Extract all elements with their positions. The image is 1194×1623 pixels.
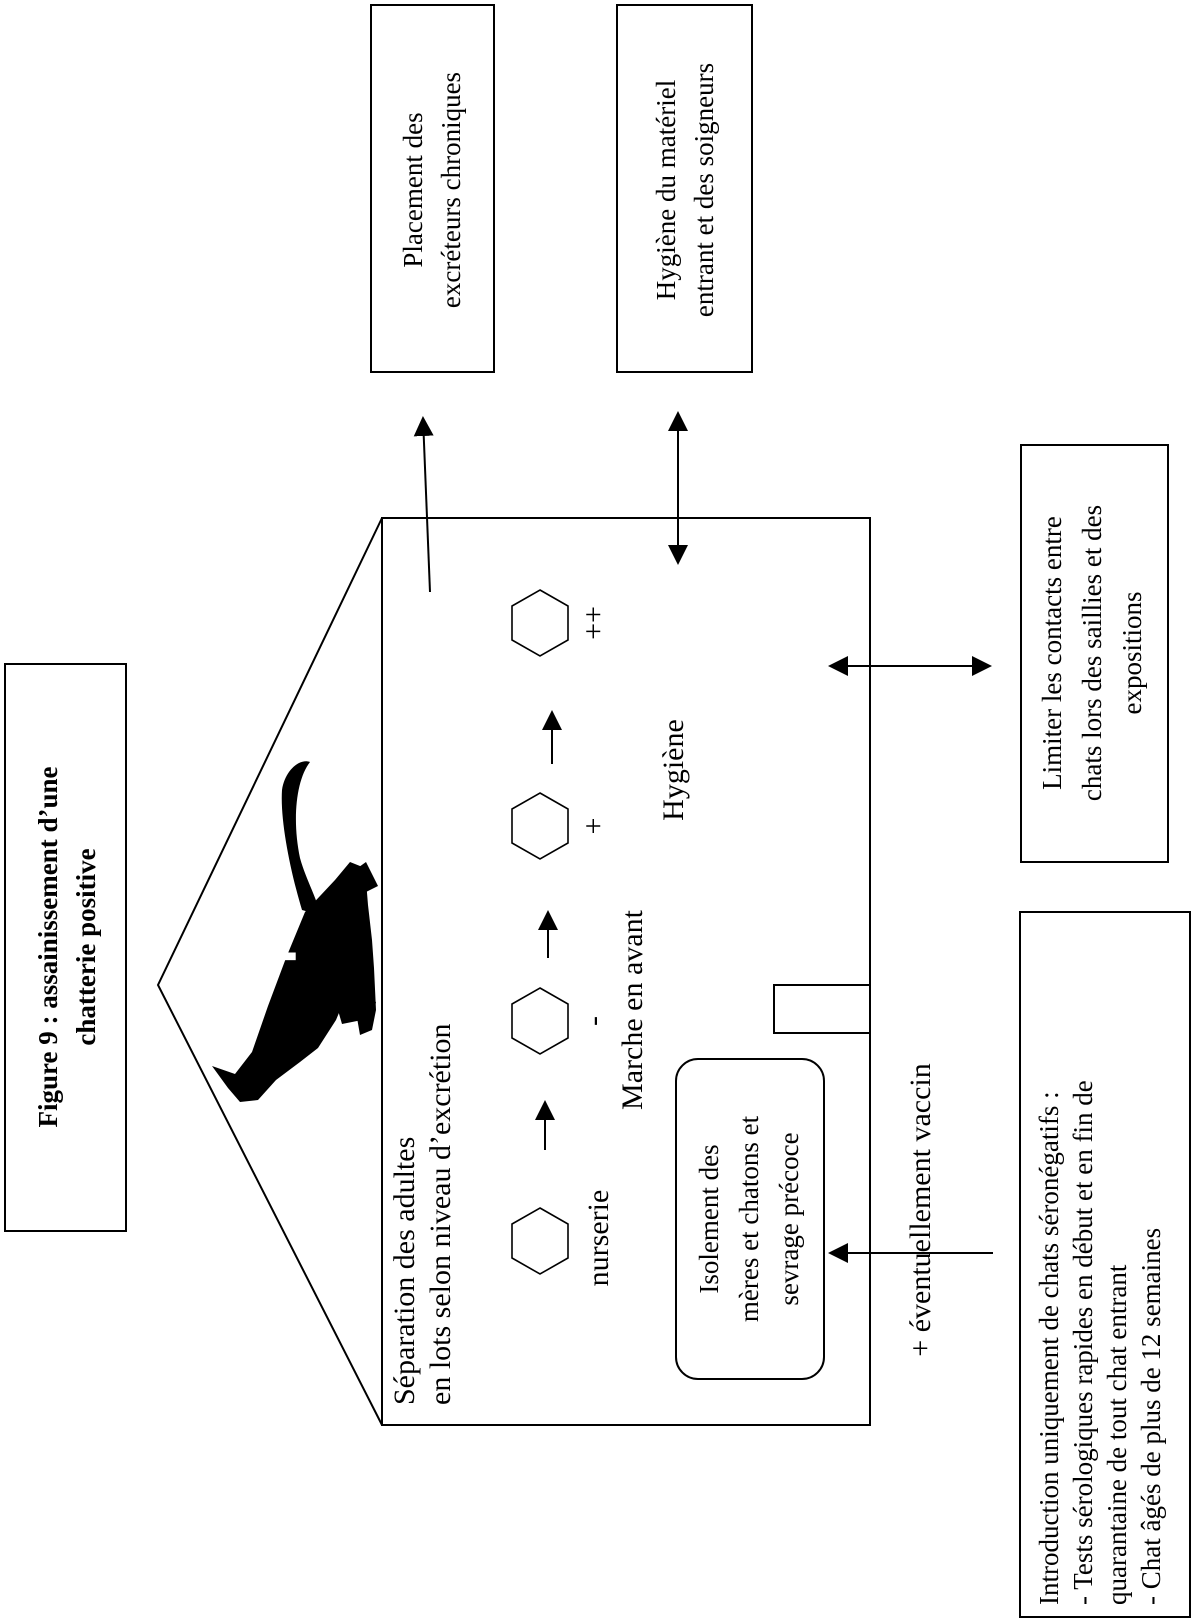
hexagon-nurserie [511,1207,569,1275]
hexagon-plus [511,792,569,860]
marche-en-avant-label: Marche en avant [616,909,649,1110]
label-plus: + [577,818,610,835]
title-box [4,663,127,1232]
hygiene-label: Hygiène [657,719,690,821]
arrow-to-placement [413,416,434,593]
separation-line-1: Séparation des adultes [388,1137,421,1405]
limit-contacts-box [1020,444,1169,863]
limit-line-3: expositions [1117,591,1147,714]
hexagon-plus-plus [511,589,569,657]
vaccin-label: + éventuellement vaccin [904,1063,937,1356]
title-line-1: Figure 9 : assainissement d’une [33,766,63,1127]
label-nurserie: nurserie [582,1190,615,1287]
intro-line-1: Introduction uniquement de chats séronég… [1034,1091,1064,1605]
placement-line-2: excréteurs chroniques [436,72,466,308]
limit-line-1: Limiter les contacts entre [1037,516,1067,790]
intro-line-3: quarantaine de tout chat entrant [1102,1264,1132,1605]
isolement-line-3: sevrage précoce [774,1132,804,1305]
separation-line-2: en lots selon niveau d’excrétion [424,1023,457,1405]
placement-line-1: Placement des [398,112,428,267]
hygiene-box [616,4,753,373]
isolement-line-1: Isolement des [694,1144,724,1293]
limit-line-2: chats lors des saillies et des [1077,505,1107,801]
isolement-line-2: mères et chatons et [734,1115,764,1322]
isolement-box [675,1058,825,1380]
placement-box [370,4,495,373]
label-minus: - [577,1016,610,1026]
title-line-2: chatterie positive [71,848,101,1045]
house-roof [156,517,383,1426]
house-door [773,984,871,1034]
intro-line-4: - Chat âgés de plus de 12 semaines [1136,1228,1166,1605]
hexagon-minus [511,987,569,1055]
cat-plus-symbol: + [247,916,302,993]
hygiene-box-line-1: Hygiène du matériel [651,80,681,300]
intro-line-2: - Tests sérologiques rapides en début et… [1068,1080,1098,1605]
cat-icon [212,761,378,1102]
hygiene-box-line-2: entrant et des soigneurs [689,63,719,317]
label-plus-plus: ++ [577,606,610,640]
introduction-box [1019,911,1191,1618]
